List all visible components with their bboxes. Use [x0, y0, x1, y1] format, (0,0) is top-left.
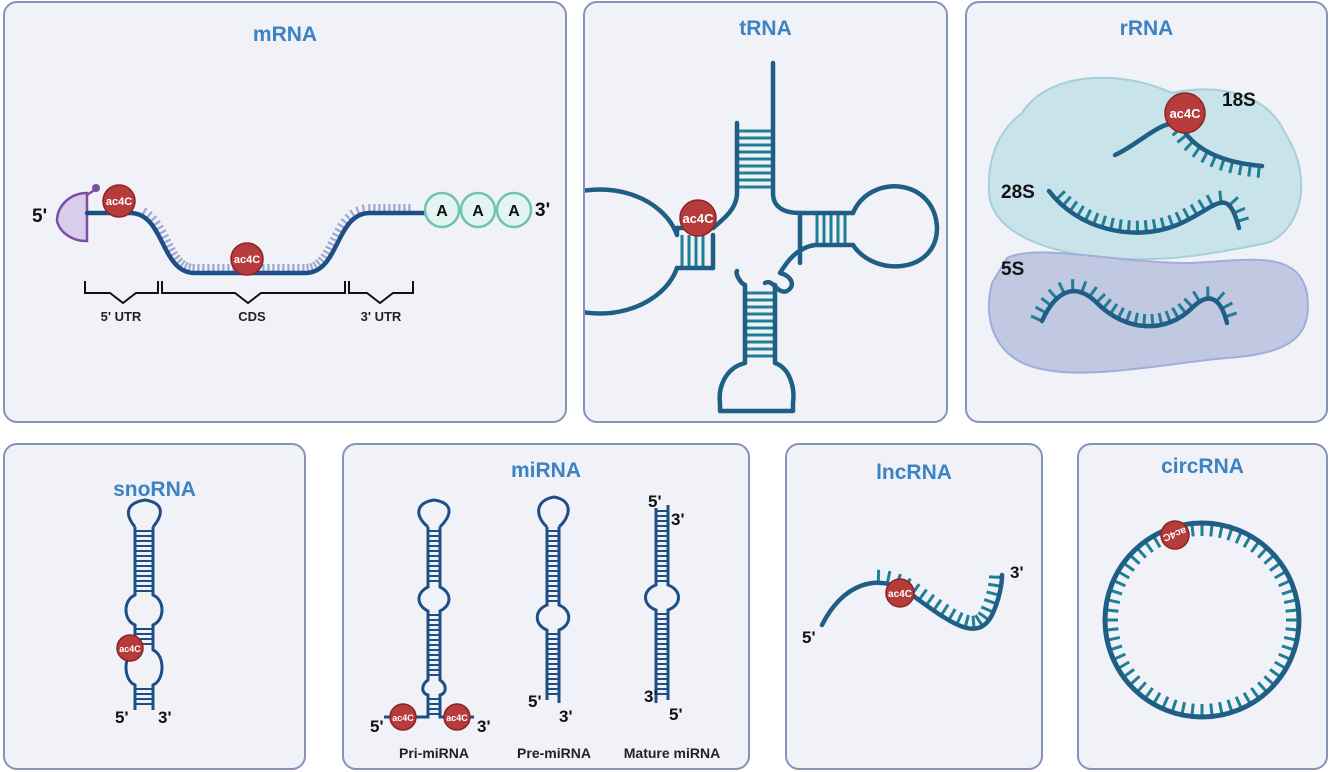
- trna-diagram: ac4C: [585, 60, 940, 414]
- pri-5-prime: 5': [370, 717, 384, 736]
- pri-3-prime: 3': [477, 717, 491, 736]
- snorna-diagram: ac4C 5' 3': [115, 498, 172, 727]
- lncrna-panel: lncRNA ac4C 5' 3': [785, 443, 1043, 770]
- mature-5-prime-top: 5': [648, 492, 662, 511]
- mrna-5-prime-label: 5': [32, 206, 47, 227]
- circrna-title: circRNA: [1161, 455, 1244, 478]
- rrna-5s-strand: [1039, 288, 1230, 329]
- large-subunit-blob: [987, 76, 1303, 261]
- mrna-3-prime-label: 3': [535, 200, 550, 221]
- rrna-title: rRNA: [1119, 17, 1174, 40]
- lncrna-5-prime: 5': [802, 628, 816, 647]
- circrna-ring: [1102, 520, 1302, 720]
- trna-cloverleaf: [585, 60, 940, 414]
- mature-3-prime-top: 3': [671, 510, 685, 529]
- rrna-28s-label: 28S: [1001, 182, 1035, 203]
- five-prime-cap-icon: [55, 191, 89, 243]
- ac4c-mod-icon: ac4C: [230, 242, 264, 276]
- pre-3-prime: 3': [559, 707, 573, 726]
- stage-mature-mirna: Mature miRNA: [624, 745, 720, 761]
- ac4c-mod-icon: ac4C: [443, 703, 471, 731]
- poly-a-tail: A A A: [423, 191, 533, 229]
- mature-mirna-duplex: [644, 505, 680, 703]
- lncrna-3-prime: 3': [1010, 563, 1024, 582]
- svg-text:ac4C: ac4C: [888, 589, 912, 600]
- pre-5-prime: 5': [528, 692, 542, 711]
- trna-title: tRNA: [739, 17, 792, 40]
- rrna-18s-label: 18S: [1222, 90, 1256, 111]
- poly-a-2: A: [472, 203, 484, 220]
- poly-a-1: A: [436, 203, 448, 220]
- pri-mirna-hairpin: [384, 498, 474, 719]
- mature-3-prime-bottom: 3': [644, 687, 658, 706]
- region-5-utr: 5' UTR: [101, 309, 142, 324]
- rrna-diagram: ac4C 18S 28S 5S: [987, 76, 1309, 374]
- lncrna-diagram: ac4C 5' 3': [802, 563, 1024, 647]
- circrna-panel: circRNA ac4C: [1077, 443, 1328, 770]
- circrna-diagram: ac4C: [1102, 520, 1302, 720]
- svg-text:ac4C: ac4C: [119, 644, 141, 654]
- rrna-28s-strand: [1046, 188, 1242, 235]
- mrna-diagram: A A A 5' 3' ac4C ac4C 5' UTR CDS 3' UTR: [32, 184, 550, 324]
- ac4c-mod-icon: ac4C: [1160, 520, 1190, 550]
- ac4c-mod-icon: ac4C: [116, 634, 144, 662]
- svg-text:ac4C: ac4C: [1169, 106, 1201, 121]
- svg-text:ac4C: ac4C: [682, 211, 714, 226]
- pre-mirna-hairpin: [535, 495, 571, 703]
- mrna-panel: mRNA A A A 5' 3' ac4C ac4C: [3, 1, 567, 423]
- snorna-5-prime-label: 5': [115, 708, 129, 727]
- rrna-5s-label: 5S: [1001, 259, 1024, 280]
- rrna-panel: rRNA ac4C 18S 28S 5S: [965, 1, 1328, 423]
- stage-pri-mirna: Pri-miRNA: [399, 745, 469, 761]
- stage-pre-mirna: Pre-miRNA: [517, 745, 591, 761]
- mirna-panel: miRNA ac4C ac4C 5' 3' 5' 3' 5' 3': [342, 443, 750, 770]
- ac4c-mod-icon: ac4C: [679, 199, 717, 237]
- poly-a-3: A: [508, 203, 520, 220]
- mature-5-prime-bottom: 5': [669, 705, 683, 724]
- region-cds: CDS: [238, 309, 266, 324]
- ac4c-mod-icon: ac4C: [885, 578, 915, 608]
- mirna-title: miRNA: [510, 459, 581, 482]
- svg-text:ac4C: ac4C: [234, 254, 260, 266]
- region-3-utr: 3' UTR: [361, 309, 402, 324]
- lncrna-title: lncRNA: [876, 461, 952, 484]
- snorna-3-prime-label: 3': [158, 708, 172, 727]
- mrna-title: mRNA: [252, 23, 318, 46]
- mirna-diagram: ac4C ac4C 5' 3' 5' 3' 5' 3' 3' 5' Pri-mi…: [370, 492, 720, 761]
- region-braces: [84, 281, 414, 305]
- ac4c-mod-icon: ac4C: [102, 184, 136, 218]
- svg-text:ac4C: ac4C: [392, 713, 414, 723]
- snorna-panel: snoRNA ac4C 5' 3': [3, 443, 306, 770]
- small-subunit-blob: [988, 251, 1309, 374]
- snorna-title: snoRNA: [113, 478, 196, 501]
- svg-text:ac4C: ac4C: [106, 196, 132, 208]
- ac4c-mod-icon: ac4C: [1164, 92, 1206, 134]
- trna-panel: tRNA ac4C: [583, 1, 948, 423]
- ac4c-mod-icon: ac4C: [389, 703, 417, 731]
- svg-text:ac4C: ac4C: [446, 713, 468, 723]
- lncrna-strand: [819, 572, 1005, 631]
